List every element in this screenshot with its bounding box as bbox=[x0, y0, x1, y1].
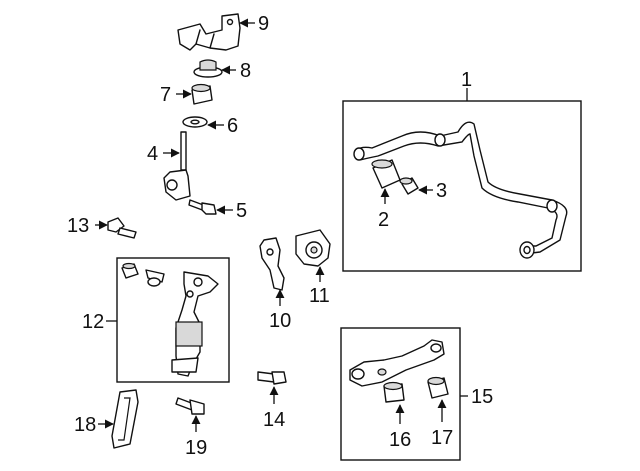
part-8-cushion bbox=[193, 59, 223, 78]
callout-6: 6 bbox=[227, 115, 238, 137]
callout-3: 3 bbox=[436, 180, 447, 202]
part-12-box bbox=[116, 257, 230, 383]
part-3-bushing bbox=[399, 177, 419, 195]
part-10-bracket bbox=[259, 237, 285, 291]
part-13-bolt bbox=[107, 217, 137, 239]
callout-14: 14 bbox=[263, 409, 285, 431]
part-15-control-arm bbox=[349, 339, 445, 387]
part-5-bolt bbox=[188, 199, 217, 215]
part-19-bolt bbox=[175, 397, 205, 415]
callout-10: 10 bbox=[269, 310, 291, 332]
callout-11: 11 bbox=[309, 285, 330, 307]
part-6-washer bbox=[182, 116, 208, 128]
part-18-link bbox=[111, 389, 139, 449]
callout-13: 13 bbox=[67, 215, 89, 237]
part-11-bracket bbox=[295, 229, 331, 267]
callout-16: 16 bbox=[389, 429, 411, 451]
callout-2: 2 bbox=[378, 209, 389, 231]
callout-15: 15 bbox=[471, 386, 493, 408]
part-14-bolt bbox=[257, 371, 287, 385]
callout-19: 19 bbox=[185, 437, 207, 459]
part-7-bushing bbox=[191, 83, 213, 105]
part-16-bushing bbox=[383, 381, 405, 403]
part-1-stabilizer-bar bbox=[353, 121, 568, 259]
part-4-stabilizer-link bbox=[163, 131, 191, 201]
callout-7: 7 bbox=[160, 84, 171, 106]
part-15-box bbox=[340, 327, 461, 461]
callout-1: 1 bbox=[461, 69, 472, 91]
part-12-damper-assembly bbox=[121, 262, 219, 377]
part-17-bushing bbox=[427, 376, 449, 399]
part-1-box bbox=[342, 100, 582, 272]
callout-8: 8 bbox=[240, 60, 251, 82]
callout-17: 17 bbox=[431, 427, 453, 449]
callout-18: 18 bbox=[74, 414, 96, 436]
callout-4: 4 bbox=[147, 143, 158, 165]
callout-12: 12 bbox=[82, 311, 104, 333]
part-2-bushing bbox=[371, 159, 401, 189]
part-9-bracket bbox=[177, 13, 241, 51]
callout-5: 5 bbox=[236, 200, 247, 222]
callout-9: 9 bbox=[258, 13, 269, 35]
